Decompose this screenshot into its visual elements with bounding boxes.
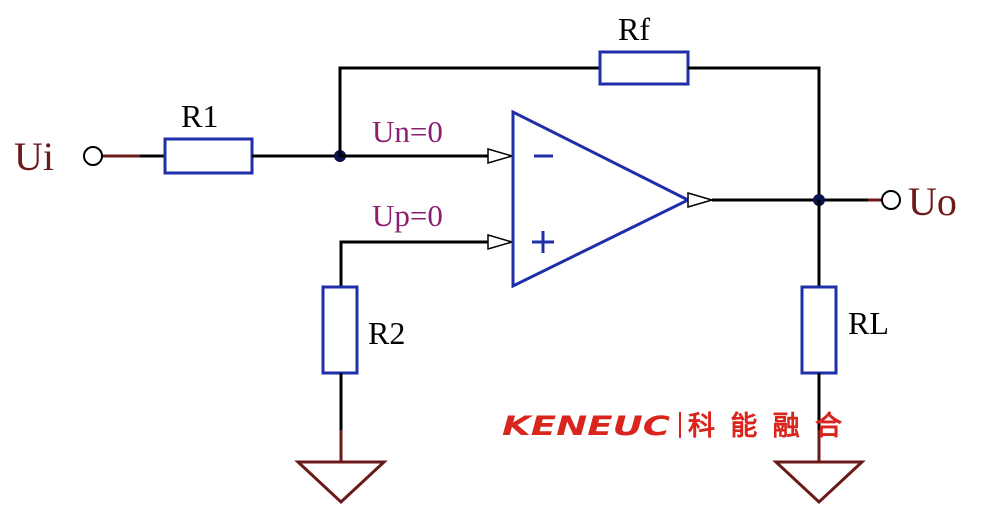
ground-symbol-left	[294, 460, 388, 505]
op-amp	[511, 109, 692, 289]
output-arrow	[687, 192, 715, 208]
rl-label: RL	[848, 305, 889, 341]
brand-logo: KENEUC 科能融合	[502, 410, 842, 442]
brand-logo-latin: KENEUC	[502, 411, 670, 442]
brand-logo-chinese: 科能融合	[688, 410, 842, 442]
noninverting-input-arrow	[487, 234, 515, 250]
feedback-wire-right	[688, 66, 821, 200]
resistor-r2	[321, 285, 359, 375]
r1-label: R1	[181, 98, 218, 134]
input-label: Ui	[14, 134, 54, 179]
up-annotation: Up=0	[372, 198, 443, 233]
logo-divider	[679, 412, 681, 438]
output-label: Uo	[908, 179, 957, 224]
noninverting-input-wire	[339, 240, 488, 287]
resistor-rf	[598, 50, 690, 86]
rf-label: Rf	[618, 11, 650, 47]
ground-symbol-right	[772, 460, 866, 505]
resistor-rl	[800, 285, 838, 375]
resistor-r1	[163, 137, 254, 175]
input-terminal	[83, 146, 103, 166]
inverting-input-arrow	[487, 148, 515, 164]
un-annotation: Un=0	[372, 114, 443, 149]
output-terminal	[881, 190, 901, 210]
r2-label: R2	[368, 315, 405, 351]
feedback-wire-left	[338, 66, 600, 156]
